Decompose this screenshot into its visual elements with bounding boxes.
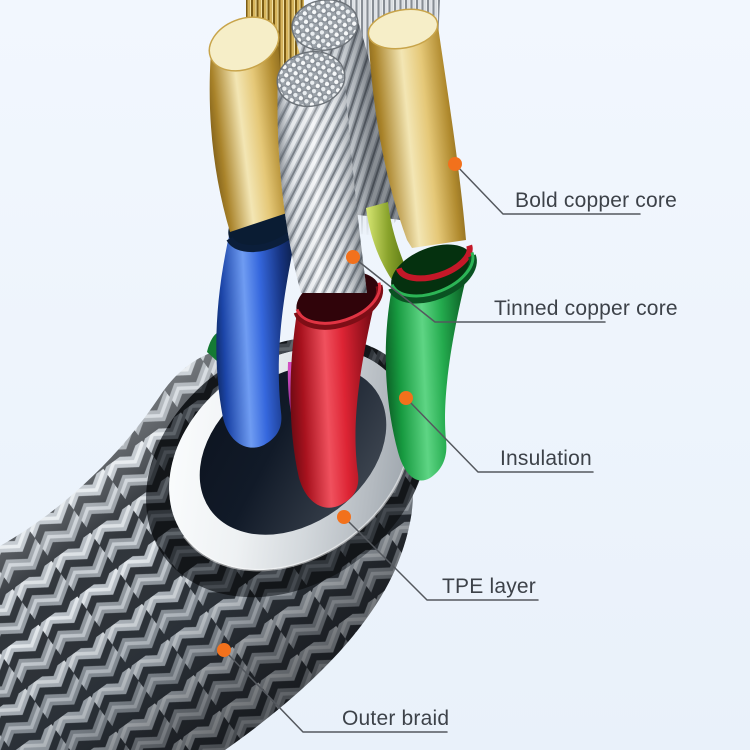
strand-cross-section-mid xyxy=(276,50,346,108)
leader-line xyxy=(352,256,606,323)
insulation-sliver-yellow-green xyxy=(366,202,406,280)
annotations: Bold copper core Tinned copper core Insu… xyxy=(217,157,678,733)
label-outer-braid: Outer braid xyxy=(342,707,449,730)
annotation-dot xyxy=(448,157,462,171)
red-inner-sleeve-lip xyxy=(395,244,473,282)
annotation-dot xyxy=(399,391,413,405)
annotation-bold-copper-core: Bold copper core xyxy=(448,157,677,215)
green-insulated-wire xyxy=(385,244,477,481)
label-tinned-copper-core: Tinned copper core xyxy=(494,297,678,320)
red-wire-front-lip-highlight xyxy=(295,282,382,325)
leader-line xyxy=(223,649,448,733)
tinned-copper-strands xyxy=(276,50,367,294)
annotation-outer-braid: Outer braid xyxy=(217,643,449,733)
annotation-dot xyxy=(217,643,231,657)
leader-line xyxy=(454,163,641,215)
annotation-insulation: Insulation xyxy=(399,391,594,473)
annotation-dot xyxy=(337,510,351,524)
label-bold-copper-core: Bold copper core xyxy=(515,189,677,212)
label-tpe-layer: TPE layer xyxy=(442,575,536,598)
annotation-dot xyxy=(346,250,360,264)
strand-cross-section-top xyxy=(291,0,359,51)
annotation-tpe-layer: TPE layer xyxy=(337,510,539,601)
bold-copper-core-right xyxy=(367,8,466,249)
leader-line xyxy=(405,397,594,473)
annotation-tinned-copper-core: Tinned copper core xyxy=(346,250,678,323)
green-wire-front-lip-highlight xyxy=(390,251,475,298)
label-insulation: Insulation xyxy=(500,447,592,470)
leader-line xyxy=(343,516,539,601)
